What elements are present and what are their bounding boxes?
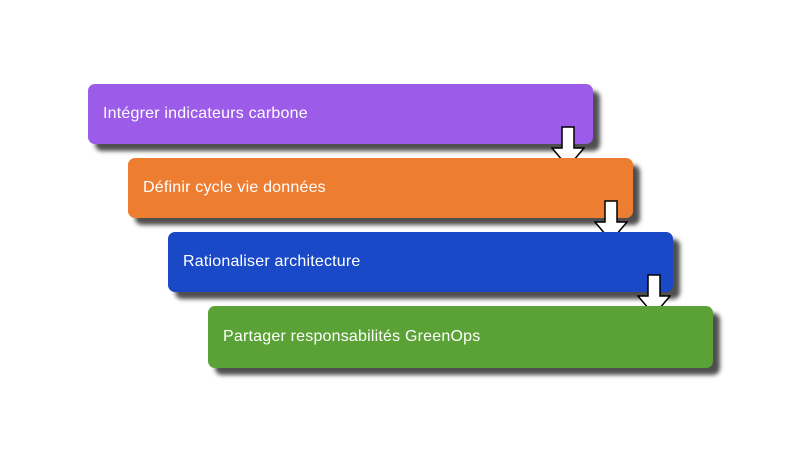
process-step-1: Intégrer indicateurs carbone (88, 84, 593, 144)
down-arrow-icon (594, 200, 628, 242)
down-arrow-icon (637, 274, 671, 316)
down-arrow-icon (551, 126, 585, 168)
process-step-1-label: Intégrer indicateurs carbone (103, 105, 308, 122)
process-step-2: Définir cycle vie données (128, 158, 633, 218)
process-step-3-label: Rationaliser architecture (183, 253, 361, 270)
process-step-3: Rationaliser architecture (168, 232, 673, 292)
process-step-2-label: Définir cycle vie données (143, 179, 326, 196)
process-step-4: Partager responsabilités GreenOps (208, 306, 713, 368)
process-step-4-label: Partager responsabilités GreenOps (223, 328, 481, 345)
